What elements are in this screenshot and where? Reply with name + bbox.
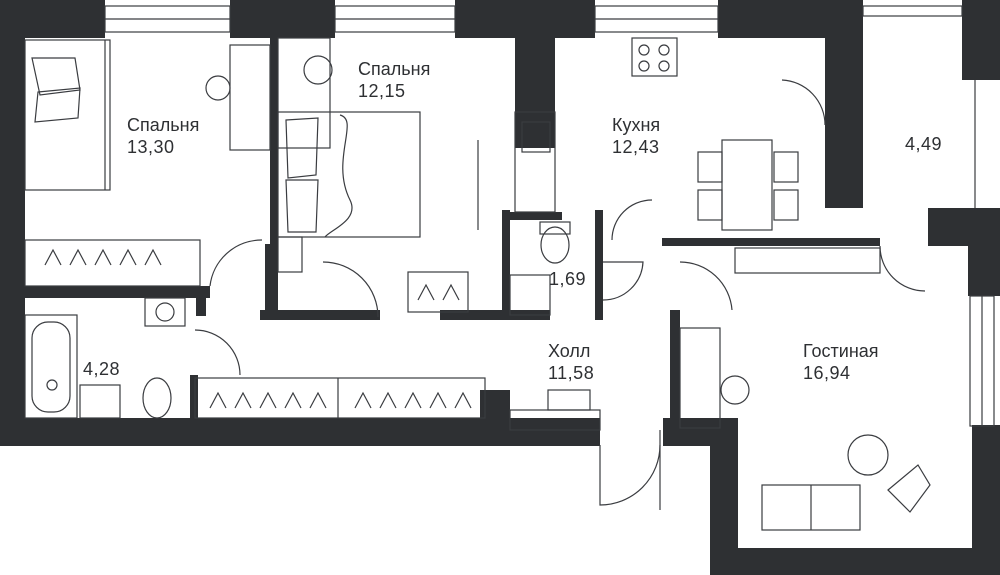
room-label-living-room: Гостиная 16,94 — [803, 340, 879, 384]
room-area: 12,15 — [358, 81, 406, 101]
room-area: 4,28 — [83, 359, 121, 379]
furniture — [24, 37, 931, 531]
room-label-bedroom-1: Спальня 13,30 — [127, 114, 199, 158]
room-label-kitchen: Кухня 12,43 — [612, 114, 660, 158]
room-area: 13,30 — [127, 137, 175, 157]
room-name: Гостиная — [803, 341, 879, 361]
room-name: Холл — [548, 341, 591, 361]
room-label-bathroom: 4,28 — [83, 358, 120, 380]
room-name: Кухня — [612, 115, 661, 135]
room-area: 16,94 — [803, 363, 851, 383]
room-label-balcony: 4,49 — [905, 133, 942, 155]
room-area: 12,43 — [612, 137, 660, 157]
room-area: 1,69 — [549, 269, 587, 289]
room-label-hall: Холл 11,58 — [548, 340, 594, 384]
room-area: 11,58 — [548, 363, 595, 383]
room-name: Спальня — [358, 59, 431, 79]
room-name: Спальня — [127, 115, 200, 135]
room-label-bedroom-2: Спальня 12,15 — [358, 58, 430, 102]
room-label-toilet: 1,69 — [549, 268, 586, 290]
room-area: 4,49 — [905, 134, 943, 154]
windows — [104, 5, 995, 427]
